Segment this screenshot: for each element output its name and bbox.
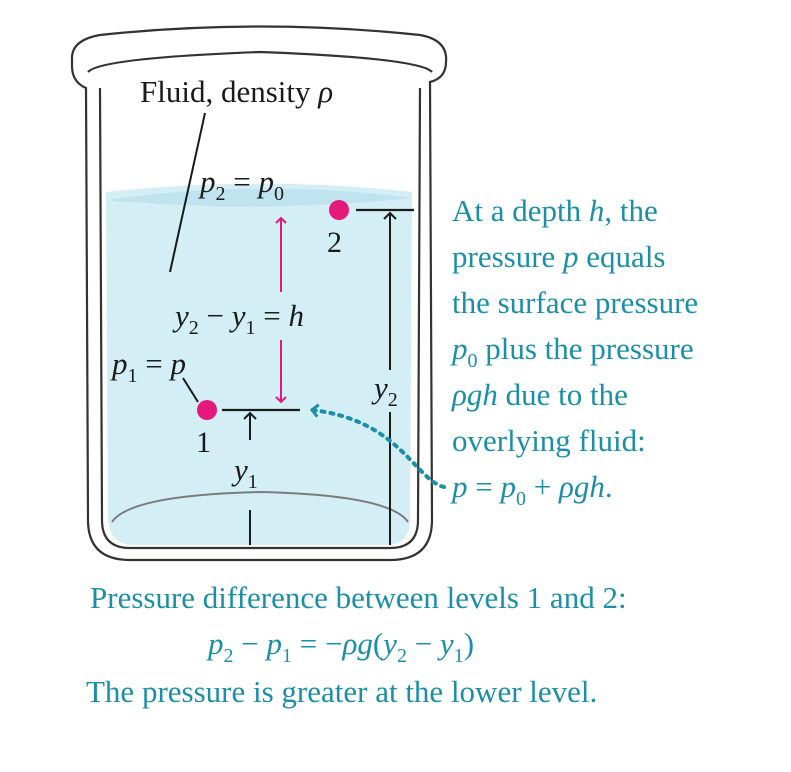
caption-block: Pressure difference between levels 1 and… — [86, 580, 627, 709]
p2-equals-p0-label: p2 = p0 — [198, 164, 284, 205]
explanation-line-5: ρgh due to the — [451, 377, 628, 412]
point-2-number: 2 — [327, 226, 342, 259]
y2-label: y2 — [371, 370, 398, 411]
fluid-leader-line — [169, 112, 206, 273]
dotted-pointer-arrow — [312, 410, 446, 489]
depth-equation-label: y2 − y1 = h — [172, 298, 304, 339]
caption-line-3: The pressure is greater at the lower lev… — [86, 674, 597, 709]
explanation-line-2: pressure p equals — [452, 239, 666, 274]
explanation-line-4: p0 plus the pressure — [450, 331, 694, 372]
fluid-label: Fluid, density ρ — [140, 74, 333, 109]
explanation-line-1: At a depth h, the — [452, 193, 658, 228]
y1-label: y1 — [231, 452, 258, 493]
beaker-bottom-ellipse — [111, 490, 409, 523]
point-1-number: 1 — [196, 426, 211, 459]
caption-equation: p2 − p1 = −ρg(y2 − y1) — [206, 626, 474, 667]
point-2-dot — [329, 200, 349, 220]
fluid-body — [106, 183, 412, 545]
explanation-line-3: the surface pressure — [452, 285, 698, 320]
beaker — [70, 25, 448, 562]
explanation-block: At a depth h, the pressure p equals the … — [450, 193, 698, 510]
point-1-leader — [182, 377, 199, 403]
explanation-line-7: p = p0 + ρgh. — [450, 469, 613, 510]
explanation-line-6: overlying fluid: — [452, 423, 646, 458]
point-1-dot — [197, 400, 217, 420]
p1-equals-p-label: p1 = p — [110, 346, 186, 387]
caption-line-1: Pressure difference between levels 1 and… — [90, 580, 627, 615]
